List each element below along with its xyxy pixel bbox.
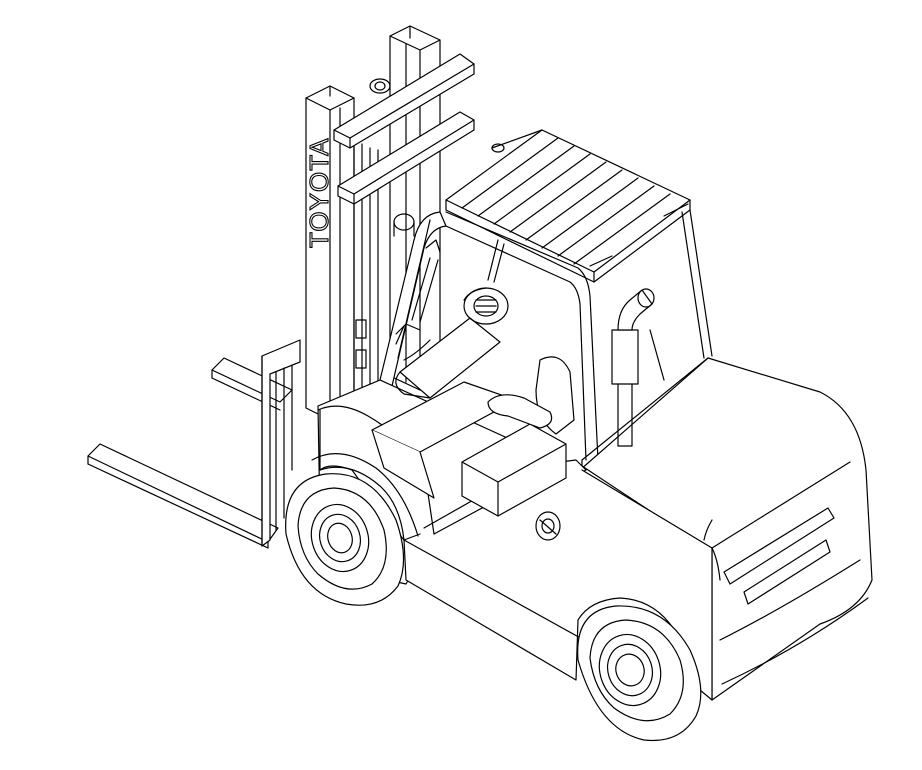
counterweight: [579, 357, 873, 701]
exhaust-pipe: [611, 288, 655, 447]
fork-carriage: [261, 339, 301, 547]
rear-wheel: [577, 605, 702, 742]
overhead-guard: [371, 129, 713, 461]
dashboard-steering: [371, 287, 517, 499]
control-levers: [395, 239, 441, 345]
mast-brand-label: TOYOTA: [304, 138, 334, 249]
front-wheel: [285, 473, 405, 606]
fork-left: [87, 443, 279, 549]
operator-seat: [461, 356, 575, 517]
